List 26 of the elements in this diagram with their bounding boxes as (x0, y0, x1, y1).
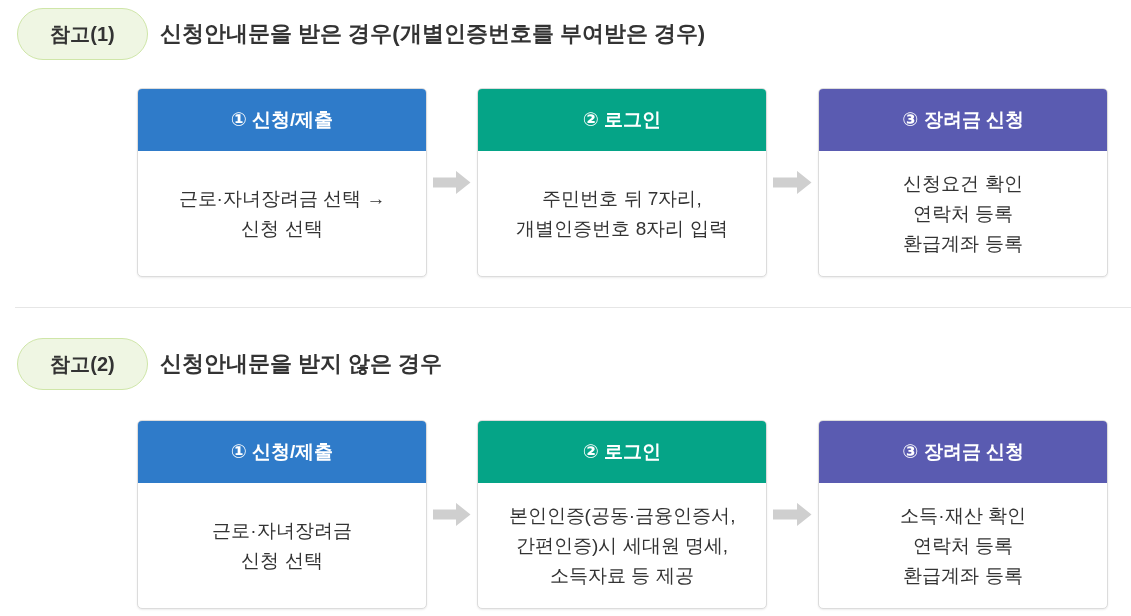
step-header: ③ 장려금 신청 (819, 89, 1107, 151)
section-tag: 참고(1) (17, 8, 148, 60)
step-header: ① 신청/제출 (138, 421, 426, 483)
arrow (433, 502, 471, 527)
step-card (137, 420, 427, 609)
step-description: 본인인증(공동·금융인증서, 간편인증)시 세대원 명세, 소득자료 등 제공 (508, 503, 736, 588)
section-heading: 신청안내문을 받은 경우(개별인증번호를 부여받은 경우) (160, 20, 706, 48)
arrow (433, 170, 471, 195)
step-header: ③ 장려금 신청 (819, 421, 1107, 483)
section-heading: 신청안내문을 받지 않은 경우 (160, 350, 443, 378)
step-card (137, 88, 427, 277)
step-card (477, 88, 767, 277)
step-card (477, 420, 767, 609)
step-header: ① 신청/제출 (138, 89, 426, 151)
arrow (773, 170, 812, 195)
step-description: 신청요건 확인 연락처 등록 환급계좌 등록 (902, 171, 1024, 256)
step-header: ② 로그인 (478, 89, 766, 151)
step-description: 근로·자녀장려금 선택 → 신청 선택 (178, 186, 386, 241)
arrow (773, 502, 812, 527)
step-description: 소득·재산 확인 연락처 등록 환급계좌 등록 (899, 503, 1027, 588)
step-card (818, 420, 1108, 609)
section-tag: 참고(2) (17, 338, 148, 390)
step-description: 주민번호 뒤 7자리, 개별인증번호 8자리 입력 (515, 186, 729, 241)
step-header: ② 로그인 (478, 421, 766, 483)
step-description: 근로·자녀장려금 신청 선택 (211, 518, 353, 573)
step-card (818, 88, 1108, 277)
